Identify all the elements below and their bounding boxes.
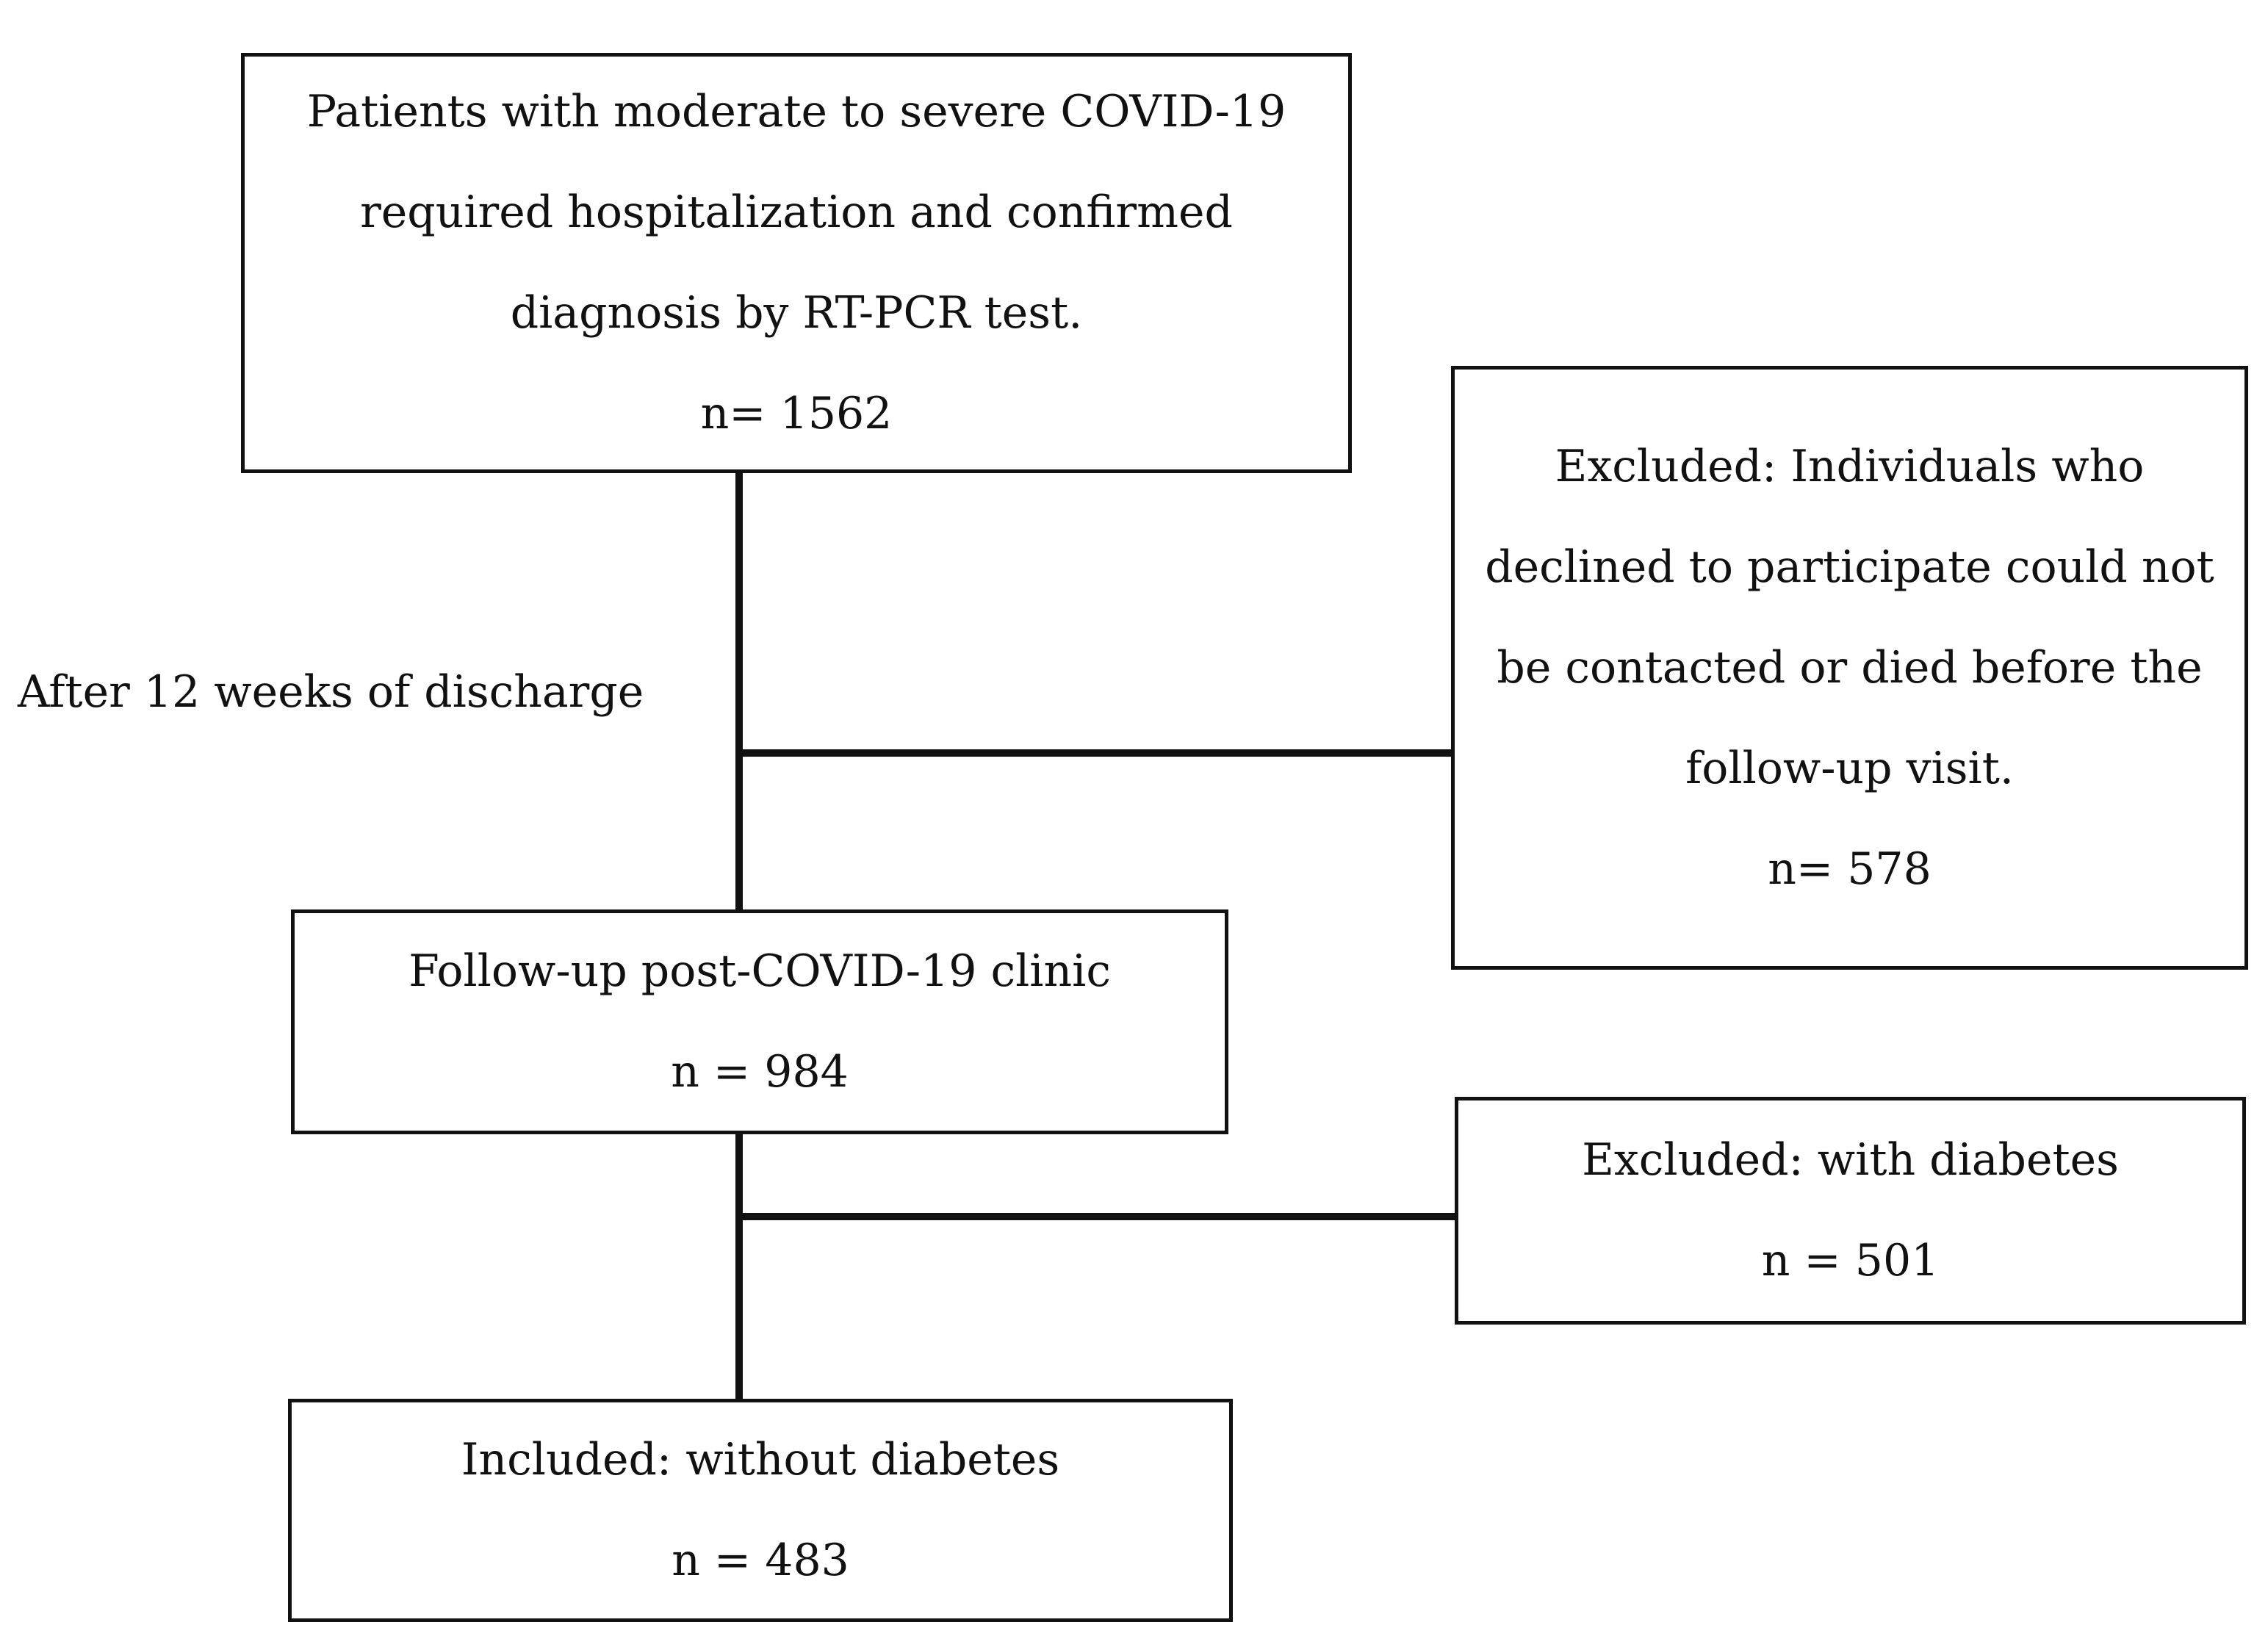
box-text-line: Excluded: with diabetes	[1582, 1134, 2119, 1186]
box-text-line: declined to participate could not	[1485, 541, 2214, 593]
box-text-line: follow-up visit.	[1685, 742, 2014, 794]
box-text-line: required hospitalization and confirmed	[360, 187, 1233, 238]
box-followup-clinic: Follow-up post-COVID-19 clinic n = 984	[291, 909, 1228, 1134]
box-count: n= 578	[1768, 843, 1932, 895]
box-text-line: Included: without diabetes	[461, 1434, 1060, 1485]
box-initial-patients: Patients with moderate to severe COVID-1…	[241, 53, 1352, 473]
box-text-line: be contacted or died before the	[1497, 641, 2203, 693]
box-text-line: Patients with moderate to severe COVID-1…	[306, 86, 1286, 137]
box-included-without-diabetes: Included: without diabetes n = 483	[288, 1399, 1233, 1622]
box-count: n = 984	[671, 1046, 849, 1098]
box-count: n = 501	[1761, 1235, 1940, 1286]
connector-to-excluded-first	[735, 749, 1455, 757]
box-count: n = 483	[672, 1535, 849, 1586]
connector-to-excluded-second	[743, 1213, 1459, 1220]
connector-start-to-followup	[735, 473, 743, 926]
step-label: After 12 weeks of discharge	[18, 666, 644, 718]
box-count: n= 1562	[700, 388, 893, 439]
box-excluded-declined: Excluded: Individuals who declined to pa…	[1451, 366, 2248, 970]
box-text-line: Follow-up post-COVID-19 clinic	[408, 945, 1111, 997]
box-text-line: Excluded: Individuals who	[1555, 440, 2145, 492]
connector-followup-to-included	[735, 1134, 743, 1400]
box-excluded-diabetes: Excluded: with diabetes n = 501	[1455, 1097, 2246, 1325]
box-text-line: diagnosis by RT-PCR test.	[510, 287, 1083, 339]
